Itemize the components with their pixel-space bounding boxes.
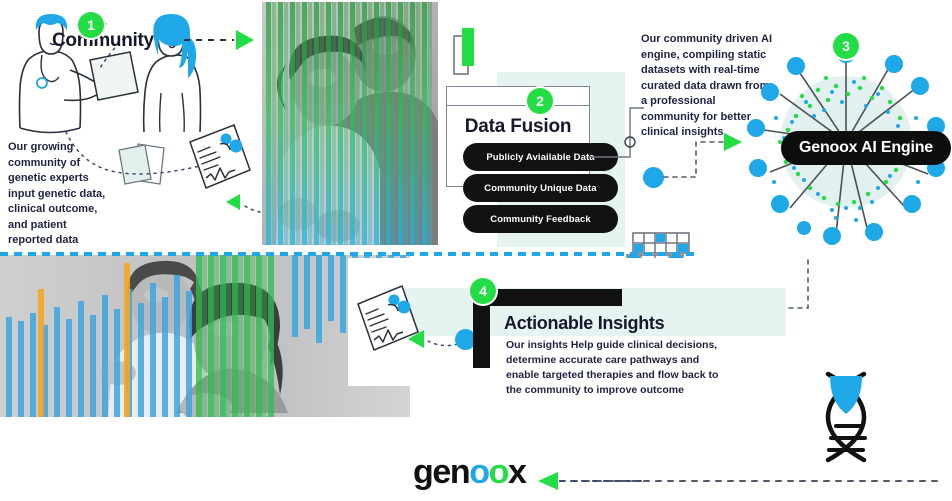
insights-bracket-vertical [473, 289, 490, 368]
fusion-output-connector [588, 107, 644, 158]
insights-report-icon [357, 285, 419, 351]
pill-community-unique-data[interactable]: Community Unique Data [463, 174, 618, 202]
data-fusion-card [446, 86, 590, 106]
arrow-community-to-fusion [184, 30, 254, 50]
dna-helix-icon [825, 371, 867, 463]
blue-dashed-divider [0, 252, 700, 256]
insights-description: Our insights Help guide clinical decisio… [506, 339, 719, 396]
photo-couple-stripe-overlay [266, 2, 432, 245]
arrow-feedback-loop [538, 472, 939, 490]
step-badge-1: 1 [78, 12, 104, 38]
pill-community-feedback[interactable]: Community Feedback [463, 205, 618, 233]
community-title: Community [52, 30, 154, 51]
insights-title: Actionable Insights [504, 313, 665, 333]
photo-mother-child-stripe-overlay [6, 255, 406, 417]
fusion-accent-bar [453, 28, 474, 75]
fusion-blue-node [643, 167, 664, 188]
genoox-ai-engine-label: Genoox AI Engine [781, 131, 951, 165]
community-dotted-connector [65, 131, 201, 175]
photo-couple [262, 2, 438, 245]
insights-blue-node [455, 329, 476, 350]
logo-text-pre: gen [413, 453, 471, 491]
tablet-icon [89, 51, 139, 101]
genetic-report-icon [189, 124, 251, 189]
logo-o-green: o [488, 453, 510, 491]
community-description: Our growing community of genetic experts… [8, 141, 106, 246]
logo-text-post: x [508, 453, 527, 491]
genoox-logo: genoox [413, 453, 527, 491]
arrow-fusion-to-engine [663, 133, 742, 178]
arrow-insights-to-community [408, 330, 465, 348]
engine-description: Our community driven AI engine, compilin… [641, 33, 773, 138]
step-badge-2: 2 [527, 88, 553, 114]
photo-mother-child [0, 255, 410, 417]
community-section: 1 Community Our growing community of gen… [0, 0, 262, 248]
data-fusion-title: Data Fusion [464, 116, 572, 137]
step-badge-4: 4 [470, 278, 496, 304]
step-badge-3: 3 [833, 33, 859, 59]
community-inbound-arrow [226, 194, 261, 213]
community-illustration [18, 13, 202, 134]
insights-bracket-horizontal [473, 289, 622, 306]
logo-o-blue: o [469, 453, 490, 491]
